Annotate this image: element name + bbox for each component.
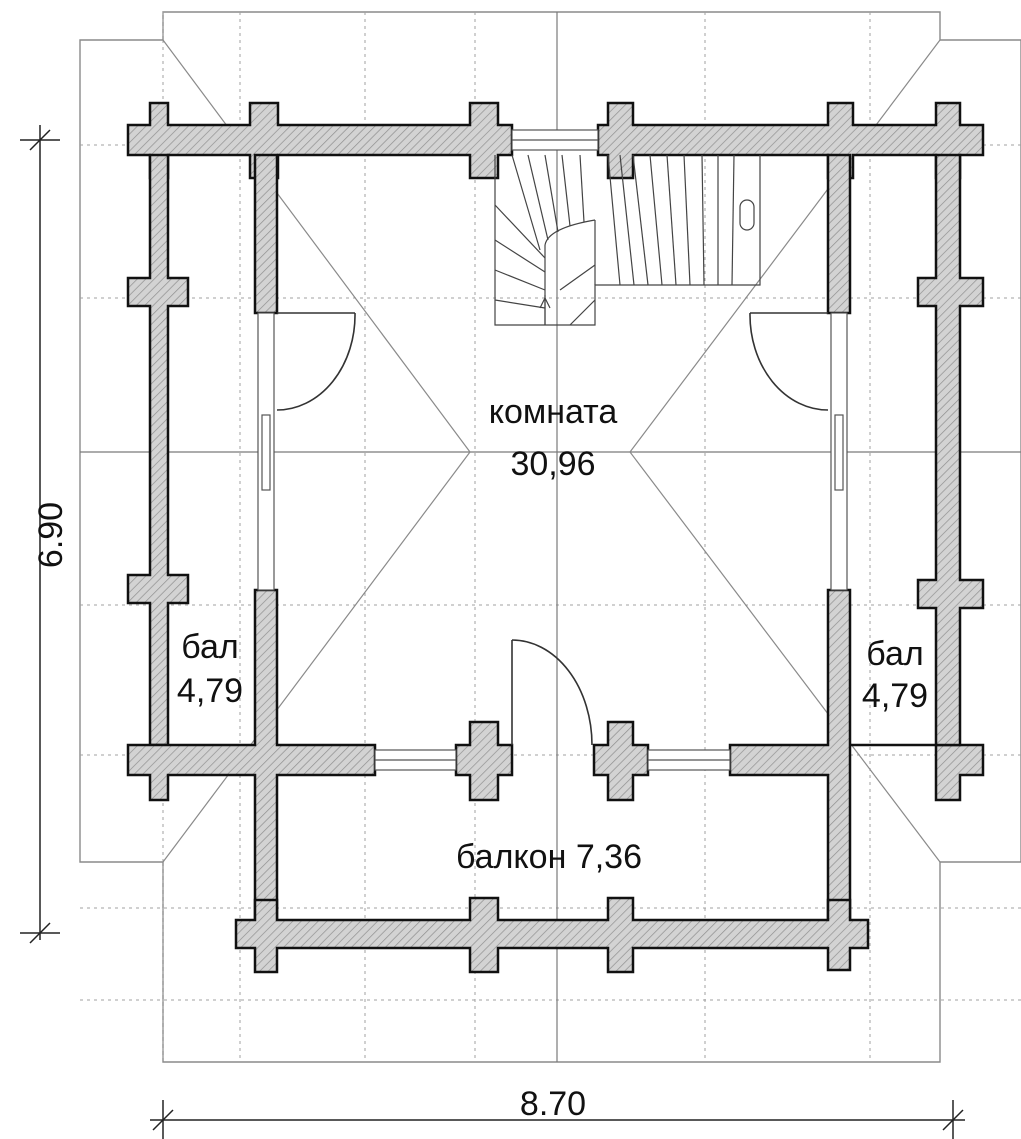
dimension-width bbox=[150, 1100, 965, 1139]
staircase bbox=[494, 154, 761, 326]
axis-lines bbox=[80, 12, 1021, 1062]
room-bal-left-name: бал bbox=[181, 628, 238, 666]
room-bal-right-area: 4,79 bbox=[862, 677, 928, 715]
room-bal-left-area: 4,79 bbox=[177, 672, 243, 710]
walls bbox=[126, 101, 985, 974]
room-main-area: 30,96 bbox=[510, 445, 595, 483]
roof-outline bbox=[79, 11, 1021, 1063]
windows bbox=[257, 129, 848, 771]
room-main-name: комната bbox=[489, 393, 618, 431]
room-bal-right-name: бал bbox=[866, 635, 923, 673]
dimension-width-label: 8.70 bbox=[520, 1085, 586, 1123]
dimension-height-label: 6.90 bbox=[32, 502, 70, 568]
dimension-height bbox=[20, 125, 60, 944]
roof-hip-lines bbox=[162, 39, 941, 863]
doors bbox=[276, 312, 829, 746]
room-balcony-label: балкон 7,36 bbox=[456, 838, 642, 876]
grid-lines bbox=[80, 12, 1021, 1062]
